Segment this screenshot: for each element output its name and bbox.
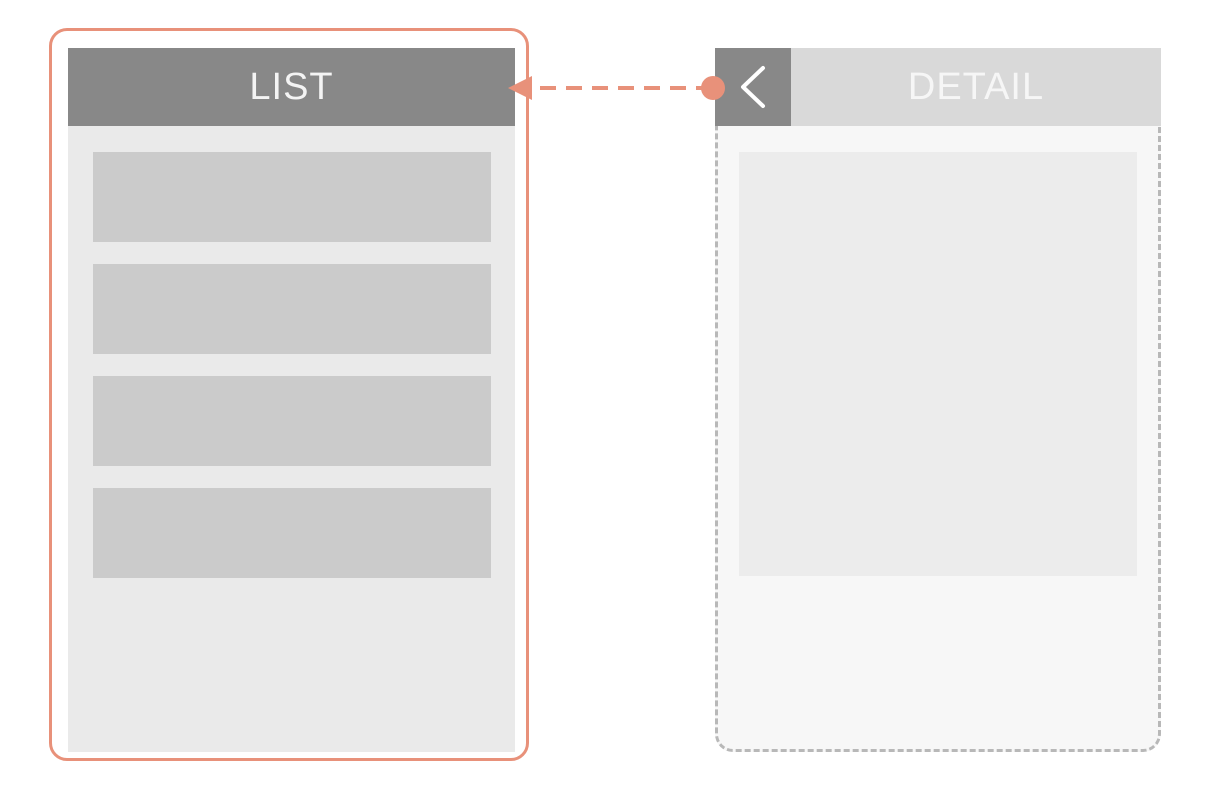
list-item[interactable] — [93, 152, 491, 242]
list-header: LIST — [68, 48, 515, 126]
list-item[interactable] — [93, 376, 491, 466]
list-item[interactable] — [93, 264, 491, 354]
detail-title: DETAIL — [907, 65, 1045, 108]
back-button[interactable] — [715, 48, 791, 126]
list-item[interactable] — [93, 488, 491, 578]
detail-header: DETAIL — [715, 48, 1161, 126]
list-title: LIST — [249, 65, 334, 108]
detail-content-area — [739, 152, 1137, 576]
list-screen-highlight-frame — [49, 28, 529, 761]
chevron-left-icon — [741, 66, 765, 108]
list-screen: LIST — [68, 48, 515, 752]
